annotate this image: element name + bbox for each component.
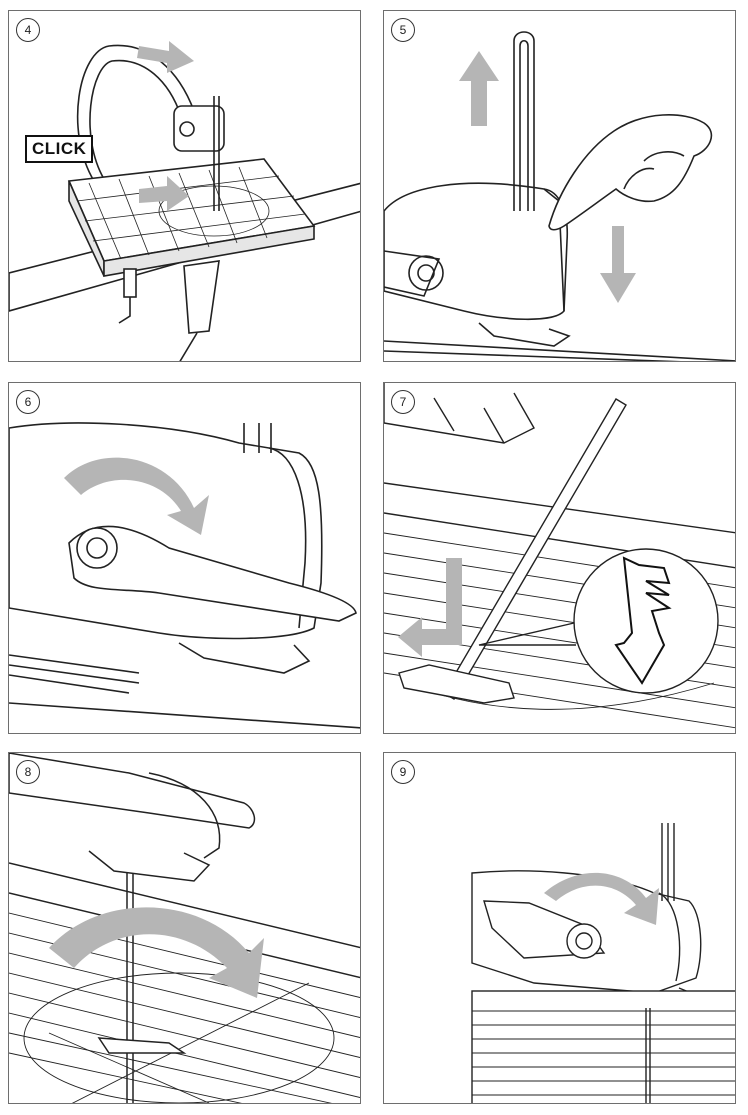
step-6-panel: 6	[8, 382, 361, 734]
step-4-panel: 4 CLICK	[8, 10, 361, 362]
step-number-8: 8	[16, 760, 40, 784]
blade-lift-hand-illustration	[384, 31, 735, 361]
saw-table-illustration	[9, 41, 360, 361]
blade-lock-illustration	[471, 823, 735, 1103]
tension-lever-illustration	[9, 422, 360, 729]
step-8-panel: 8	[8, 752, 361, 1104]
step-number-5: 5	[391, 18, 415, 42]
step-number-7: 7	[391, 390, 415, 414]
step-9-panel: 9	[383, 752, 736, 1104]
step-number-6: 6	[16, 390, 40, 414]
step-5-panel: 5	[383, 10, 736, 362]
step-number-4: 4	[16, 18, 40, 42]
click-callout: CLICK	[25, 135, 94, 163]
blade-teeth-direction-illustration	[384, 383, 735, 729]
step-number-9: 9	[391, 760, 415, 784]
step-7-panel: 7	[383, 382, 736, 734]
table-rotate-illustration	[9, 753, 360, 1103]
